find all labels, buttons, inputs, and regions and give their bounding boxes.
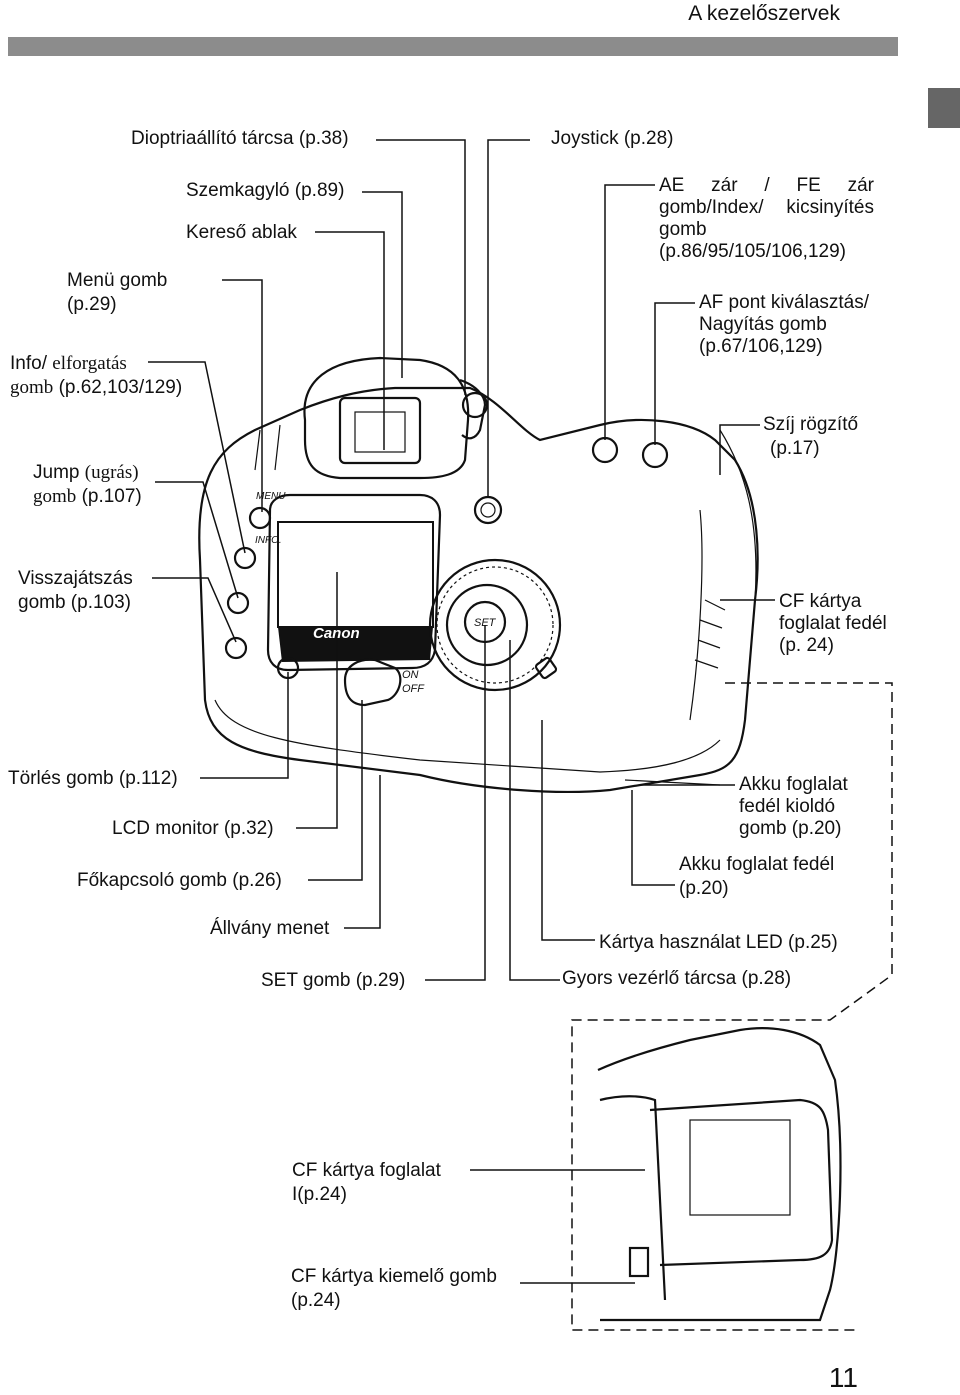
- chapter-tab: [928, 88, 960, 128]
- label-dioptria: Dioptriaállító tárcsa (p.38): [131, 128, 349, 149]
- label-cf-foglalat-2: I(p.24): [292, 1184, 347, 1205]
- label-visszajatszas-1: Visszajátszás: [18, 568, 133, 589]
- label-szemkagylo: Szemkagyló (p.89): [186, 180, 345, 201]
- left-buttons-illustration: [224, 506, 300, 680]
- menu-button-mark: MENU: [256, 491, 286, 502]
- label-menu-2: (p.29): [67, 294, 117, 315]
- eyecup-illustration: [303, 356, 487, 480]
- label-jump-2: gomb (p.107): [33, 486, 142, 507]
- label-cf-fedel: CF kártya foglalat fedél (p. 24): [779, 591, 887, 656]
- canon-logo: Canon: [313, 625, 360, 642]
- label-ae-zar: AE zár / FE zár gomb/Index/ kicsinyítés …: [659, 175, 874, 262]
- label-szij-1: Szíj rögzítő: [763, 414, 859, 435]
- label-joystick: Joystick (p.28): [551, 128, 674, 149]
- page-number: 11: [828, 1362, 858, 1393]
- label-info-1: Info/ elforgatás: [10, 353, 127, 374]
- info-button-mark: INFO.: [255, 535, 282, 546]
- label-allvany: Állvány menet: [210, 918, 330, 939]
- label-kartya-led: Kártya használat LED (p.25): [599, 932, 838, 953]
- label-jump-1: Jump (ugrás): [33, 462, 139, 483]
- label-menu-1: Menü gomb: [67, 270, 168, 291]
- label-akku-kioldo: Akku foglalat fedél kioldó gomb (p.20): [739, 774, 848, 839]
- section-title: A kezelőszervek: [688, 2, 840, 25]
- cf-slot-detail-illustration: [470, 1027, 842, 1322]
- label-szij-2: (p.17): [770, 438, 820, 459]
- on-mark: ON: [402, 669, 419, 681]
- leader-lines: [148, 139, 775, 981]
- camera-body-illustration: [198, 386, 759, 793]
- lcd-illustration: [266, 493, 442, 672]
- header-bar: [8, 37, 898, 56]
- label-torles: Törlés gomb (p.112): [8, 768, 178, 789]
- label-set-gomb: SET gomb (p.29): [261, 970, 406, 991]
- top-buttons-illustration: [461, 391, 669, 525]
- label-fokapcsolo: Főkapcsoló gomb (p.26): [77, 870, 282, 891]
- power-switch-illustration: [343, 658, 402, 707]
- label-af-pont: AF pont kiválasztás/ Nagyítás gomb (p.67…: [699, 292, 870, 357]
- cf-door-illustration: [694, 599, 726, 669]
- label-info-2: gomb (p.62,103/129): [10, 377, 183, 398]
- set-button-mark: SET: [474, 617, 496, 629]
- label-akku-fedel-1: Akku foglalat fedél: [679, 854, 835, 875]
- label-akku-fedel-2: (p.20): [679, 878, 729, 899]
- off-mark: OFF: [402, 683, 424, 695]
- label-gyors-tarcsa: Gyors vezérlő tárcsa (p.28): [562, 968, 792, 989]
- label-lcd: LCD monitor (p.32): [112, 818, 274, 839]
- quick-control-dial-illustration: [428, 558, 562, 692]
- label-cf-kiemelo-2: (p.24): [291, 1290, 341, 1311]
- label-cf-kiemelo-1: CF kártya kiemelő gomb: [291, 1266, 497, 1287]
- label-cf-foglalat-1: CF kártya foglalat: [292, 1160, 441, 1181]
- label-kereso: Kereső ablak: [186, 222, 297, 243]
- detail-frame: [571, 682, 893, 1331]
- label-visszajatszas-2: gomb (p.103): [18, 592, 132, 613]
